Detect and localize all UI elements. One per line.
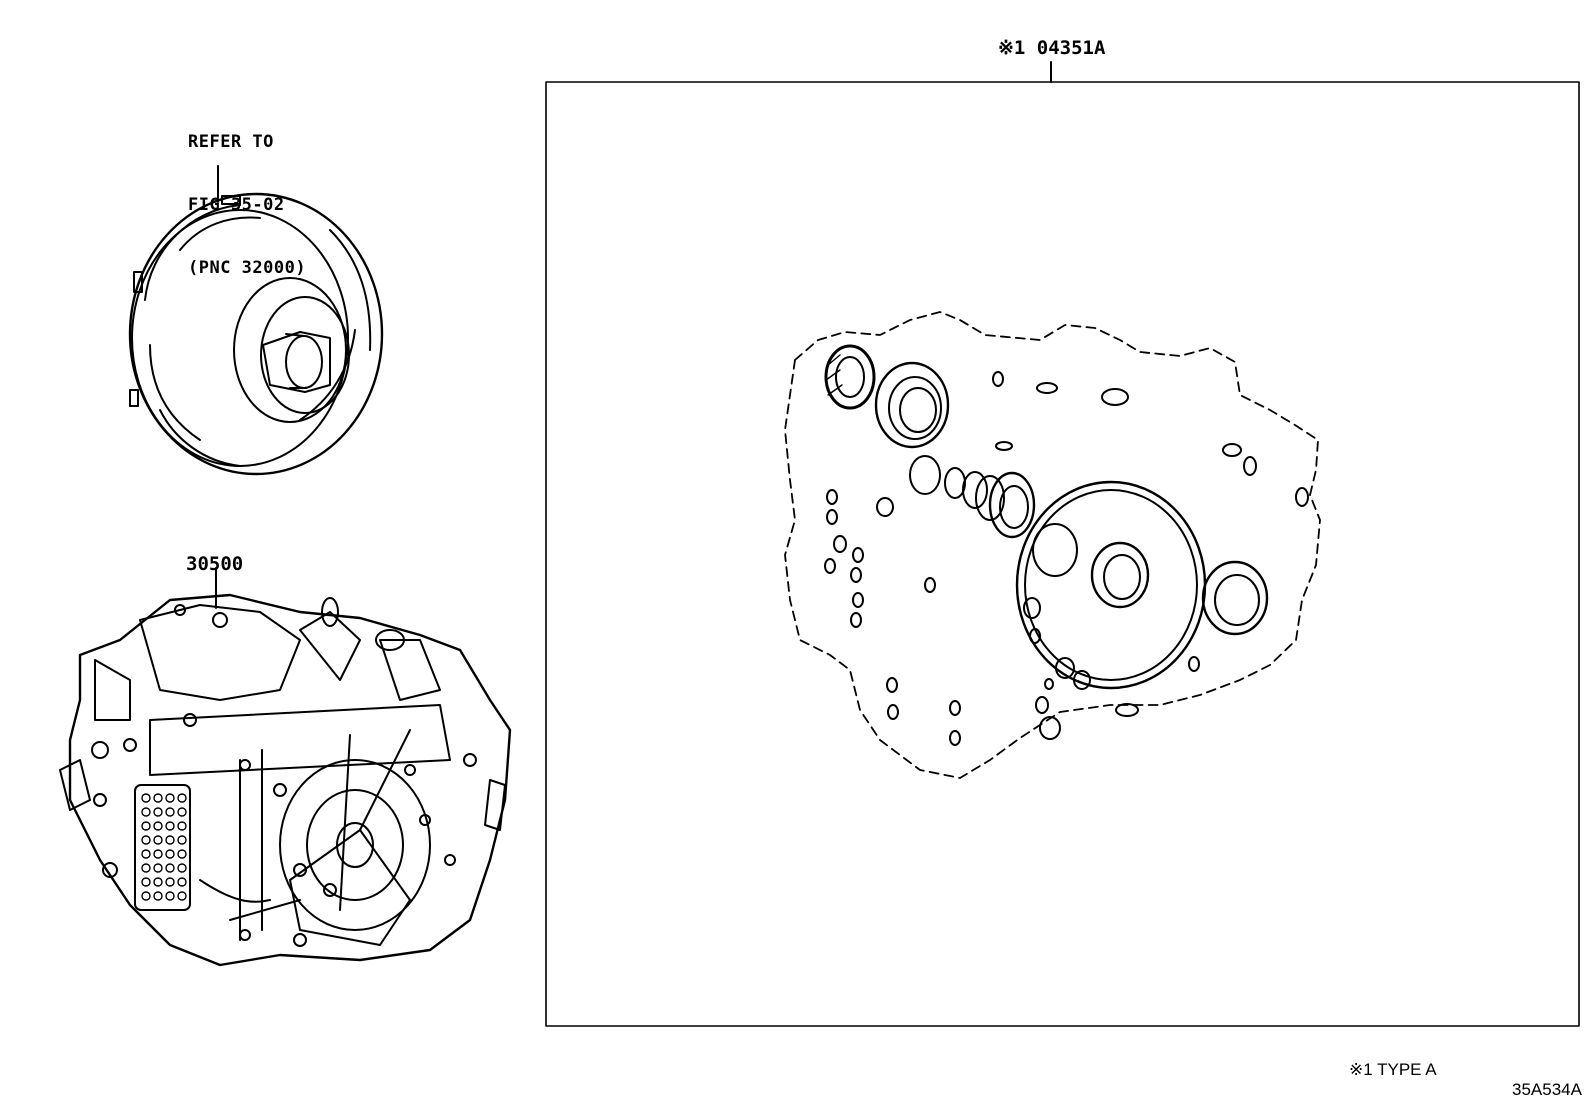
gasket-kit-frame — [545, 61, 1580, 1027]
refer-note-line1: REFER TO — [188, 132, 274, 152]
transaxle-assembly[interactable] — [59, 567, 512, 967]
part-number-04351a[interactable]: ※1 04351A — [998, 37, 1106, 59]
gasket-kit-contents[interactable] — [784, 311, 1321, 779]
torque-converter[interactable] — [128, 165, 384, 476]
type-footnote: ※1 TYPE A — [1349, 1060, 1437, 1079]
figure-id: 35A534A — [1512, 1080, 1582, 1099]
refer-note-line3: (PNC 32000) — [188, 258, 307, 278]
part-number-30500[interactable]: 30500 — [186, 553, 244, 575]
